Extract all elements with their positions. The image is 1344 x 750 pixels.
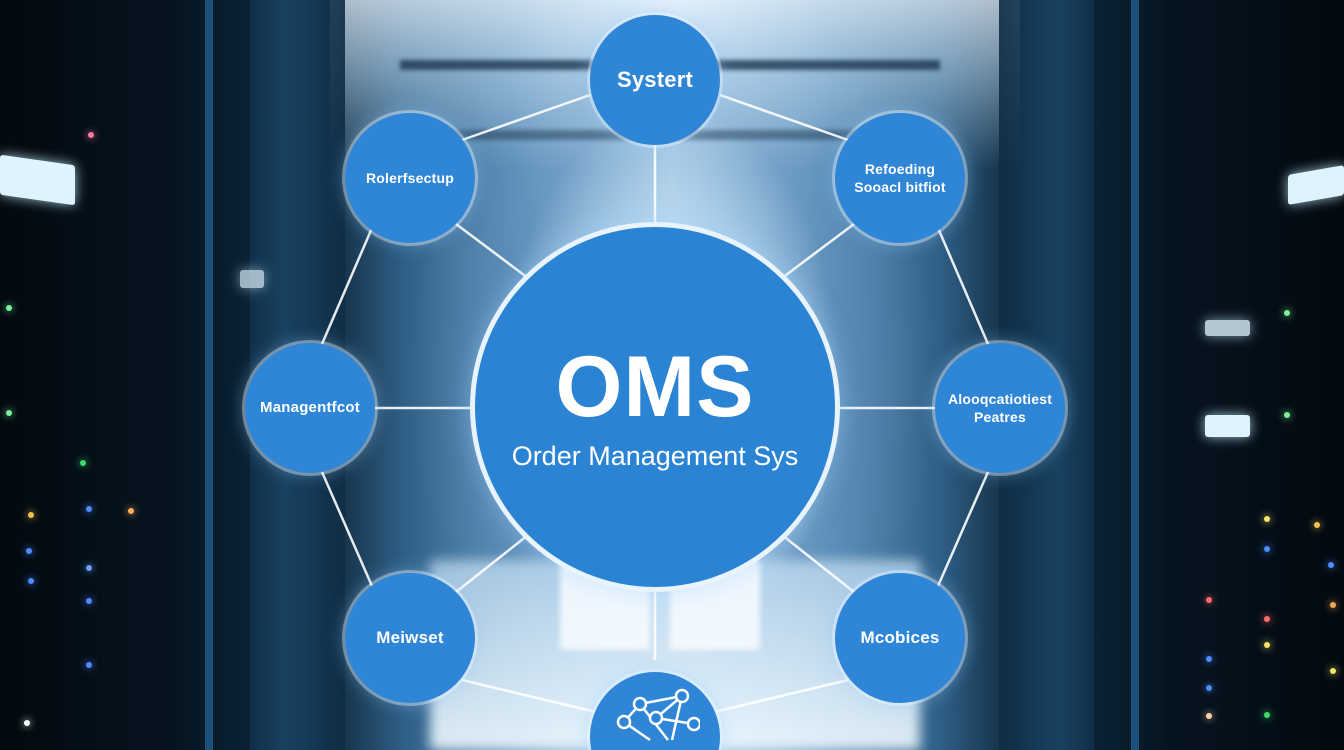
connector-ring xyxy=(320,471,374,587)
status-led xyxy=(1206,685,1212,691)
status-led xyxy=(86,506,92,512)
status-led xyxy=(26,548,32,554)
rack-display-panel xyxy=(240,270,264,288)
status-led xyxy=(6,410,12,416)
node-label-line2: Peatres xyxy=(974,409,1026,425)
status-led xyxy=(1264,546,1270,552)
status-led xyxy=(24,720,30,726)
connector-hub-top-right xyxy=(781,223,855,279)
hub-node-oms[interactable]: OMS Order Management Sys xyxy=(475,227,835,587)
connector-ring xyxy=(461,678,597,714)
hub-title: OMS xyxy=(555,339,755,435)
rack-display-panel xyxy=(1205,320,1250,336)
status-led xyxy=(1328,562,1334,568)
status-led xyxy=(1330,602,1336,608)
connector-ring xyxy=(713,678,849,714)
status-led xyxy=(1264,516,1270,522)
node-label: Systert xyxy=(617,67,693,92)
node-top-right[interactable]: Refoeding Sooacl bitfiot xyxy=(835,113,965,243)
network-graph-icon xyxy=(616,688,700,742)
connector-ring xyxy=(320,227,374,345)
status-led xyxy=(1264,712,1270,718)
node-left[interactable]: Managentfcot xyxy=(245,343,375,473)
status-led xyxy=(1206,597,1212,603)
node-bottom[interactable] xyxy=(590,672,720,750)
node-label: Meiwset xyxy=(376,628,444,647)
status-led xyxy=(1284,310,1290,316)
node-top-left[interactable]: Rolerfsectup xyxy=(345,113,475,243)
status-led xyxy=(6,305,12,311)
status-led xyxy=(1284,412,1290,418)
node-label-line1: Alooqcatiotiest xyxy=(947,391,1053,407)
connector-ring xyxy=(719,93,849,142)
status-led xyxy=(80,460,86,466)
node-bottom-right[interactable]: Mcobices xyxy=(835,573,965,703)
connector-ring xyxy=(936,471,990,587)
status-led xyxy=(88,132,94,138)
node-label-line1: Refoeding xyxy=(864,161,936,177)
connector-hub-top-left xyxy=(455,223,529,279)
status-led xyxy=(86,565,92,571)
node-top[interactable]: Systert xyxy=(590,15,720,145)
status-led xyxy=(1264,642,1270,648)
status-led xyxy=(1264,616,1270,622)
connector-hub-bottom-left xyxy=(455,534,529,593)
status-led xyxy=(1206,713,1212,719)
hub-subtitle: Order Management Sys xyxy=(511,441,799,471)
status-led xyxy=(28,578,34,584)
connector-hub-bottom-right xyxy=(781,534,855,593)
rack-frame-edge xyxy=(205,0,213,750)
status-led xyxy=(86,598,92,604)
node-right[interactable]: Alooqcatiotiest Peatres xyxy=(935,343,1065,473)
connector-ring xyxy=(461,93,591,142)
status-led xyxy=(28,512,34,518)
rack-display-panel xyxy=(1205,415,1250,437)
status-led xyxy=(1330,668,1336,674)
status-led xyxy=(1206,656,1212,662)
node-label: Mcobices xyxy=(860,628,940,647)
status-led xyxy=(86,662,92,668)
connector-ring xyxy=(936,227,990,345)
node-label: Rolerfsectup xyxy=(366,170,454,186)
node-label: Managentfcot xyxy=(260,399,360,416)
status-led xyxy=(1314,522,1320,528)
node-bottom-left[interactable]: Meiwset xyxy=(345,573,475,703)
rack-frame-edge xyxy=(1131,0,1139,750)
status-led xyxy=(128,508,134,514)
node-label-line2: Sooacl bitfiot xyxy=(854,179,946,195)
